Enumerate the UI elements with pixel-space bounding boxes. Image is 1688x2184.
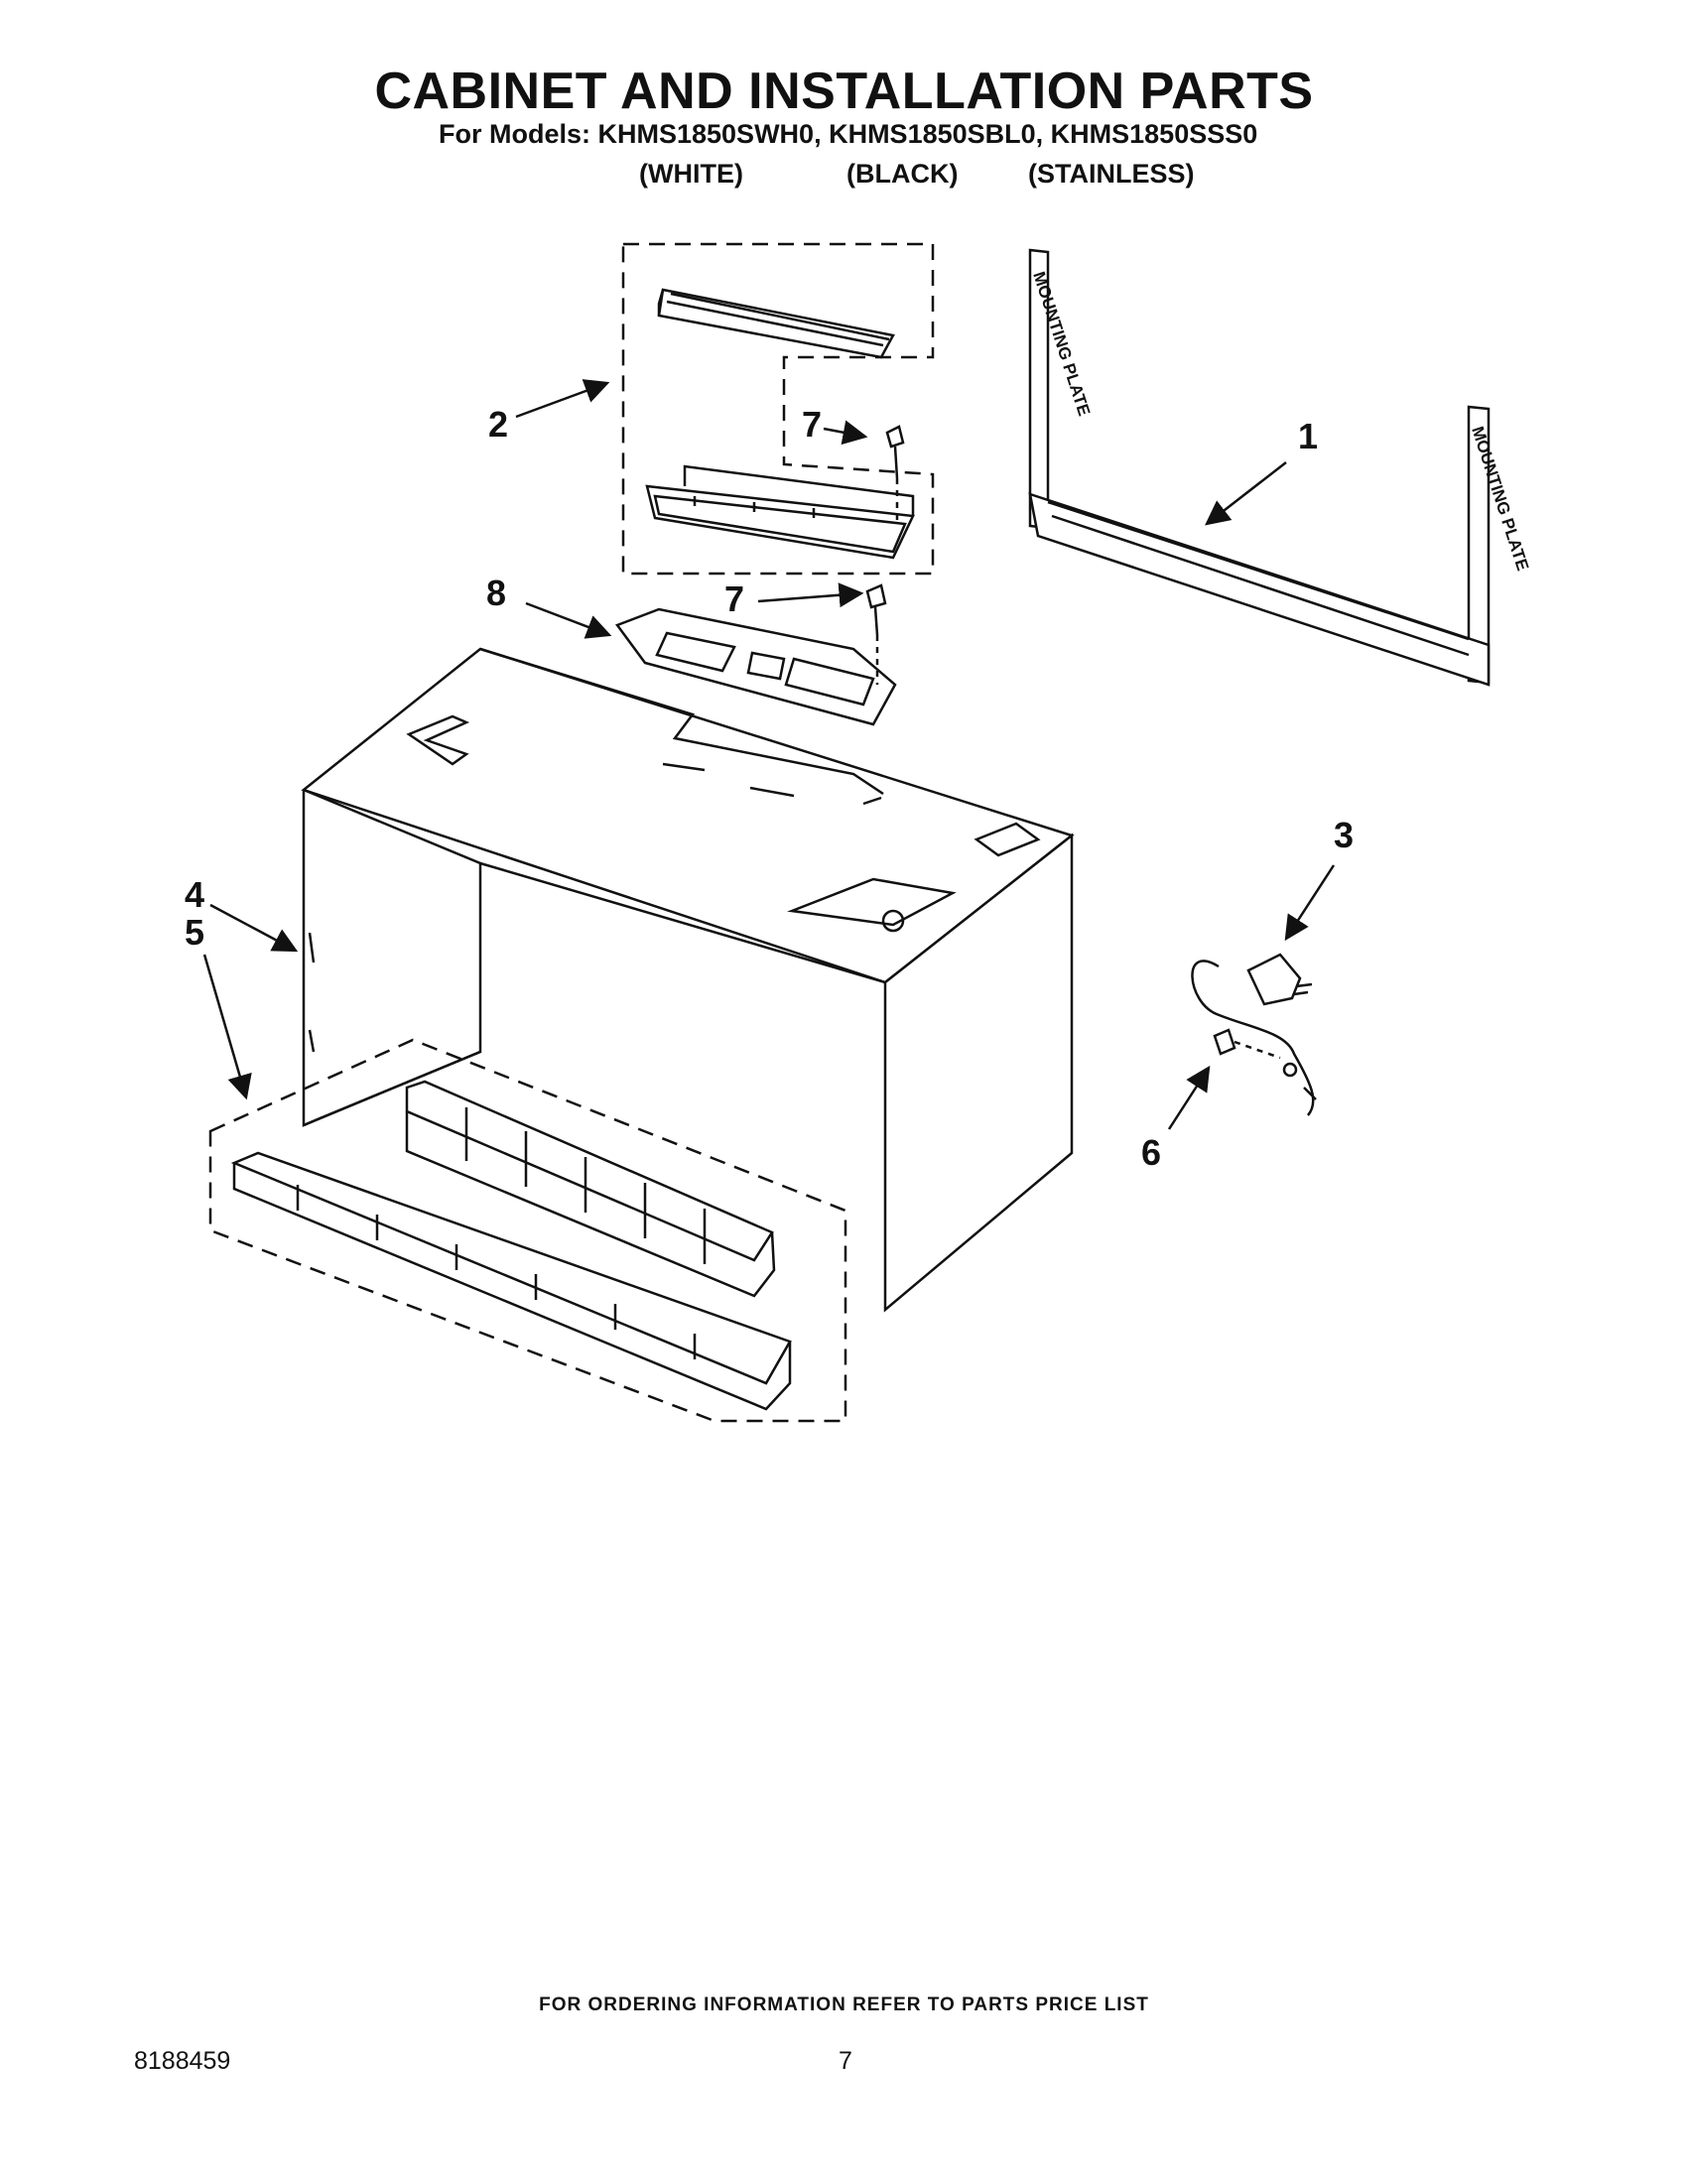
part-3-6-power-cord bbox=[1191, 953, 1317, 1116]
part-8-plate bbox=[615, 583, 897, 726]
variant-white: (WHITE) bbox=[639, 159, 743, 189]
part-4-5-grille-group bbox=[208, 1038, 847, 1423]
callout-3: 3 bbox=[1334, 815, 1354, 855]
callout-1: 1 bbox=[1298, 416, 1318, 456]
callout-7-upper: 7 bbox=[802, 404, 822, 445]
document-number: 8188459 bbox=[134, 2047, 231, 2075]
part-2-group bbox=[621, 242, 935, 576]
callout-8: 8 bbox=[486, 573, 506, 613]
callout-7-lower: 7 bbox=[724, 578, 744, 619]
callout-arrows bbox=[202, 379, 1336, 1130]
page-title: CABINET AND INSTALLATION PARTS bbox=[374, 63, 1314, 120]
cabinet-body bbox=[301, 647, 1075, 1313]
models-line: For Models: KHMS1850SWH0, KHMS1850SBL0, … bbox=[439, 119, 1258, 149]
callout-6: 6 bbox=[1141, 1132, 1161, 1173]
variant-black: (BLACK) bbox=[846, 159, 959, 189]
callout-2: 2 bbox=[488, 404, 508, 445]
callout-4: 4 bbox=[185, 874, 204, 915]
variant-stainless: (STAINLESS) bbox=[1028, 159, 1195, 189]
callout-5: 5 bbox=[185, 912, 204, 953]
ordering-note: FOR ORDERING INFORMATION REFER TO PARTS … bbox=[539, 1994, 1149, 2015]
page-number: 7 bbox=[839, 2047, 852, 2075]
